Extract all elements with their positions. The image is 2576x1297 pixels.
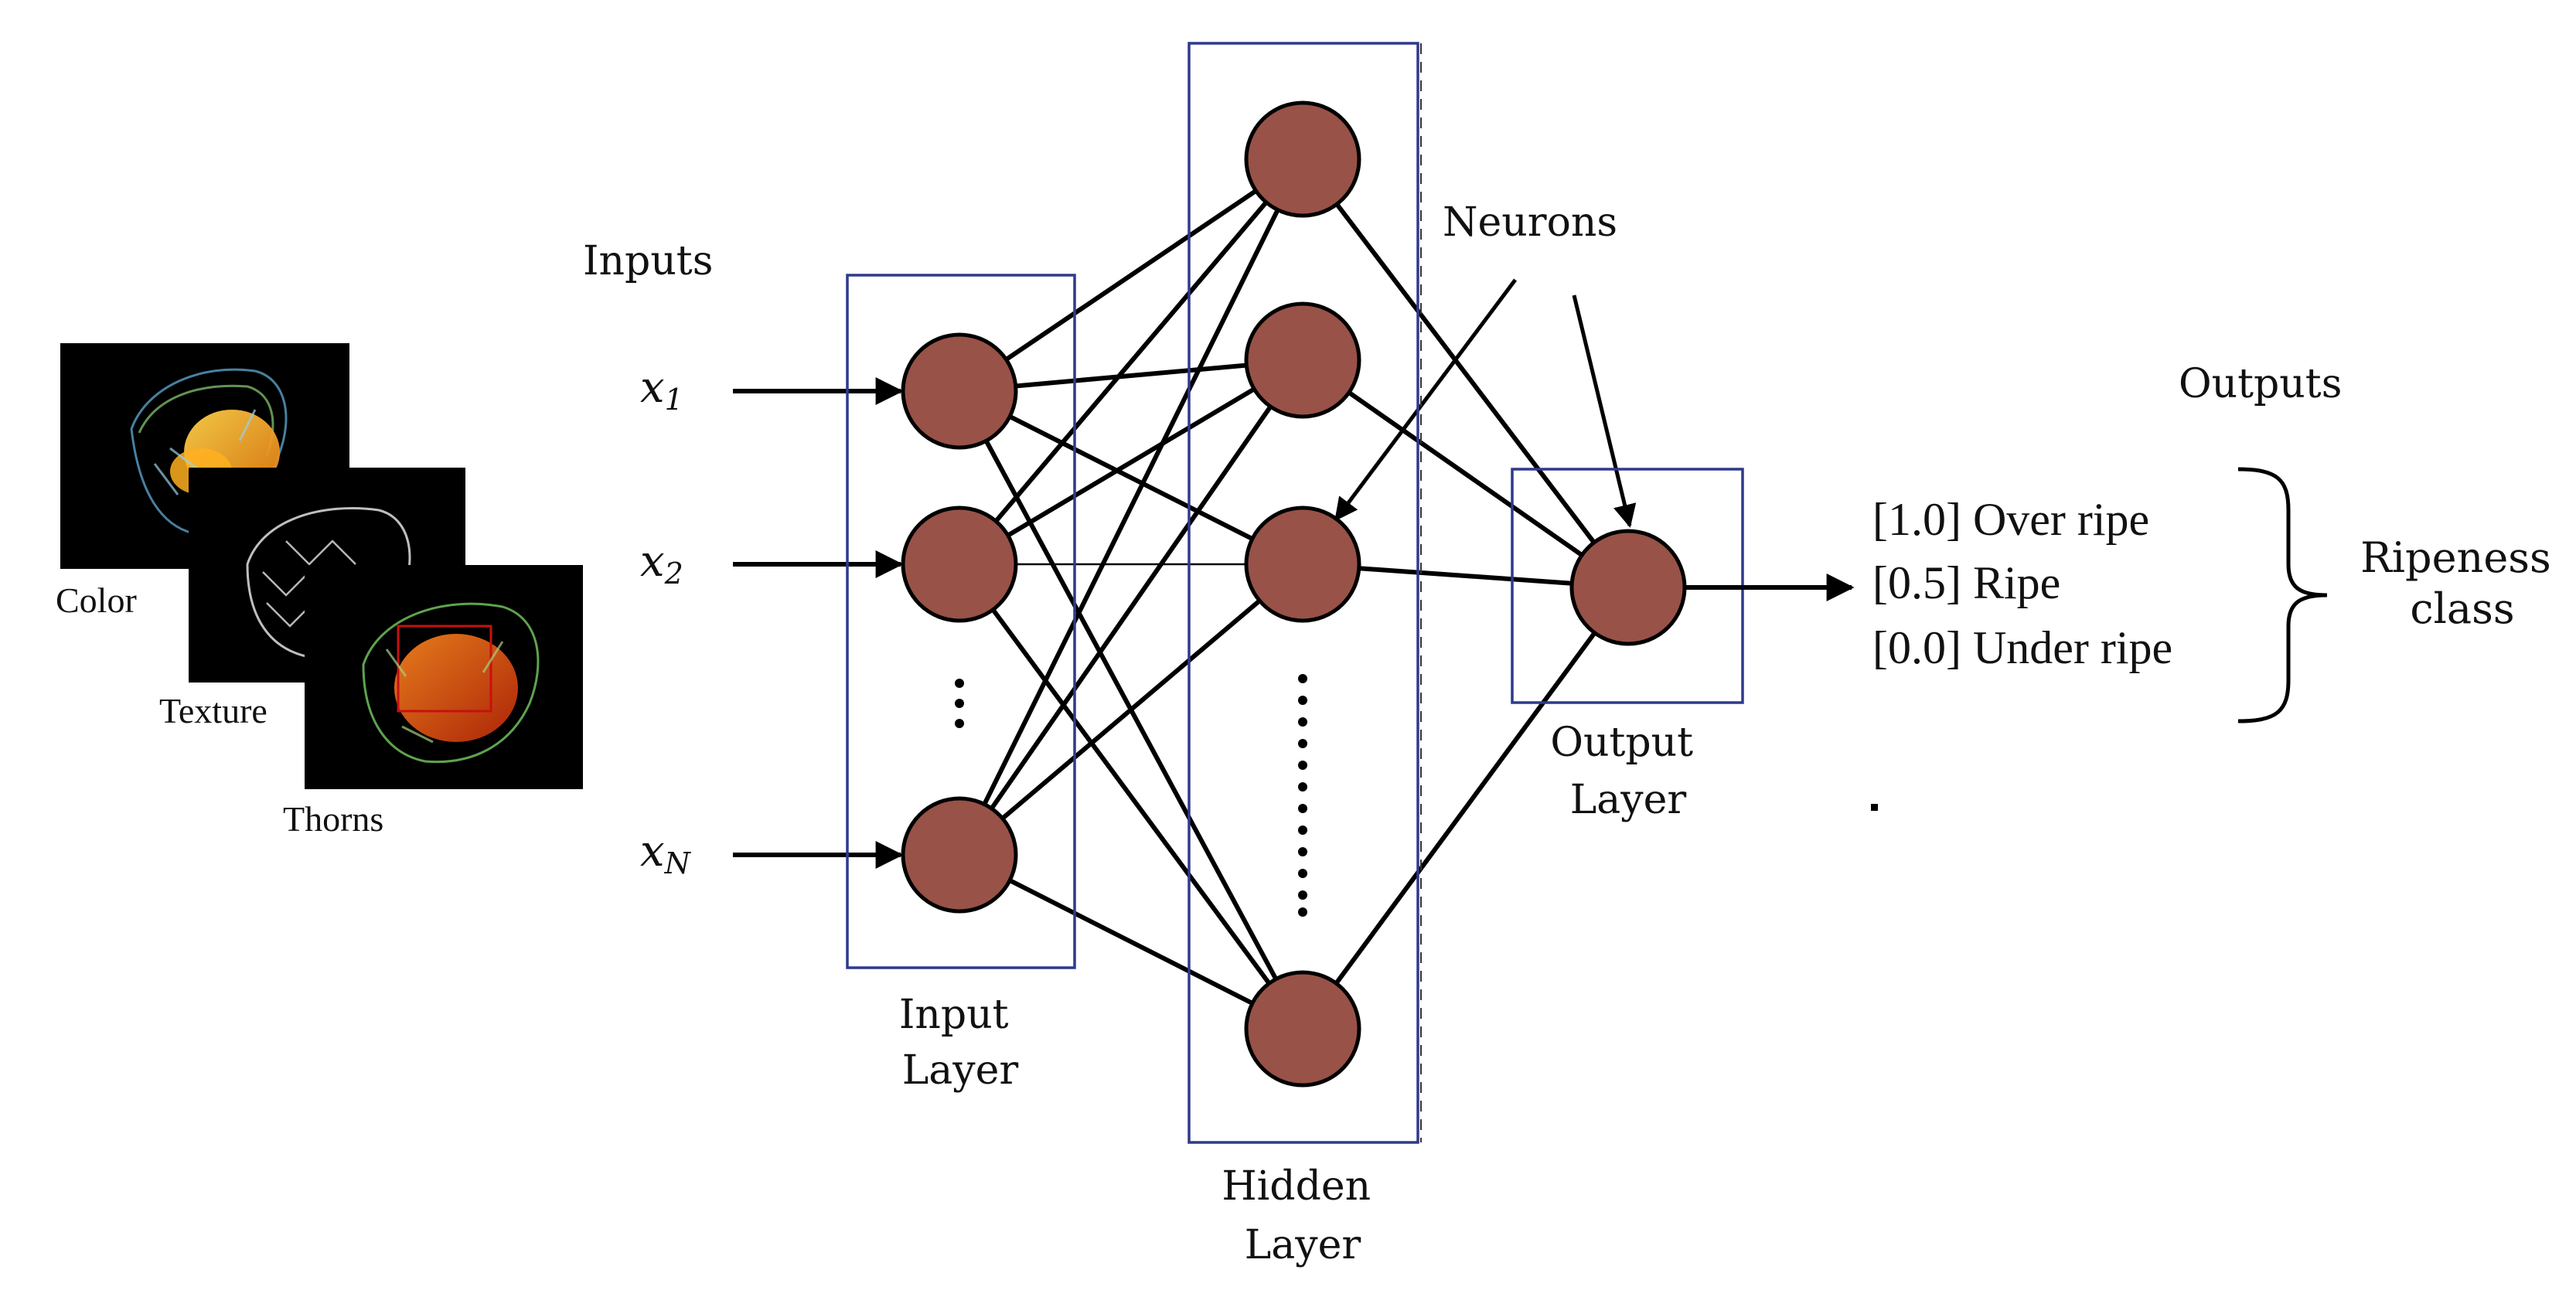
- hidden-neuron-1: [1244, 100, 1361, 218]
- input-variable-xn: xN: [640, 826, 692, 880]
- output-layer-label: Output Layer: [1550, 720, 1705, 823]
- hidden-ellipsis: [1298, 674, 1307, 917]
- stray-dot: [1871, 804, 1878, 811]
- input-neuron-2: [901, 506, 1018, 623]
- neurons-label: Neurons: [1443, 199, 1617, 246]
- ripeness-class-list: [1.0] Over ripe [0.5] Ripe [0.0] Under r…: [1872, 494, 2172, 673]
- ripeness-curly-brace: [2237, 467, 2328, 723]
- class-under-ripe: [0.0] Under ripe: [1872, 622, 2172, 673]
- class-ripe: [0.5] Ripe: [1872, 557, 2060, 608]
- input-layer-box: [846, 274, 1076, 969]
- x1-subscript: 1: [665, 383, 683, 417]
- hidden-neuron-3: [1244, 506, 1361, 623]
- x1-base: x: [640, 363, 665, 413]
- input-neuron-n: [901, 796, 1018, 914]
- svg-text:x2: x2: [640, 536, 683, 591]
- x2-base: x: [640, 536, 665, 587]
- hidden-layer-box: [1187, 42, 1419, 1144]
- input-layer-label: Input Layer: [899, 992, 1021, 1094]
- hidden-layer-label: Hidden Layer: [1222, 1163, 1383, 1268]
- thorns-label: Thorns: [283, 799, 383, 839]
- input-layer-neurons: [901, 332, 1018, 914]
- xn-subscript: N: [664, 846, 692, 880]
- ripeness-class-label: Ripeness class: [2360, 533, 2564, 633]
- hidden-neuron-2: [1244, 301, 1361, 419]
- inputs-title: Inputs: [583, 238, 713, 284]
- hidden-layer-label-line1: Hidden: [1222, 1163, 1371, 1210]
- texture-label: Texture: [159, 691, 267, 730]
- outputs-title: Outputs: [2179, 361, 2342, 407]
- neurons-pointer-arrows: [1334, 278, 1637, 528]
- svg-text:x1: x1: [640, 363, 683, 417]
- hidden-neuron-n: [1244, 970, 1361, 1088]
- input-layer-label-line1: Input: [899, 992, 1009, 1038]
- hidden-layer-neurons: [1244, 100, 1361, 1088]
- svg-text:xN: xN: [640, 826, 692, 880]
- x2-subscript: 2: [664, 557, 683, 591]
- thorns-feature-image: [305, 565, 583, 789]
- hidden-layer-label-line2: Layer: [1245, 1222, 1361, 1268]
- feature-image-stack: Color Texture Thorns: [56, 343, 583, 839]
- ripeness-class-label-line1: Ripeness: [2360, 533, 2551, 582]
- connections-input-hidden: [957, 157, 1305, 1031]
- xn-base: x: [640, 826, 665, 877]
- input-neuron-1: [901, 332, 1018, 450]
- input-layer-label-line2: Layer: [902, 1047, 1019, 1094]
- output-layer-label-line1: Output: [1550, 720, 1693, 766]
- output-neuron: [1569, 529, 1687, 646]
- color-label: Color: [56, 580, 137, 620]
- input-ellipsis: [955, 679, 964, 728]
- ripeness-class-label-line2: class: [2410, 584, 2514, 633]
- input-variable-x2: x2: [640, 536, 683, 591]
- output-layer-label-line2: Layer: [1570, 777, 1687, 823]
- input-variable-x1: x1: [640, 363, 683, 417]
- class-over-ripe: [1.0] Over ripe: [1872, 494, 2149, 545]
